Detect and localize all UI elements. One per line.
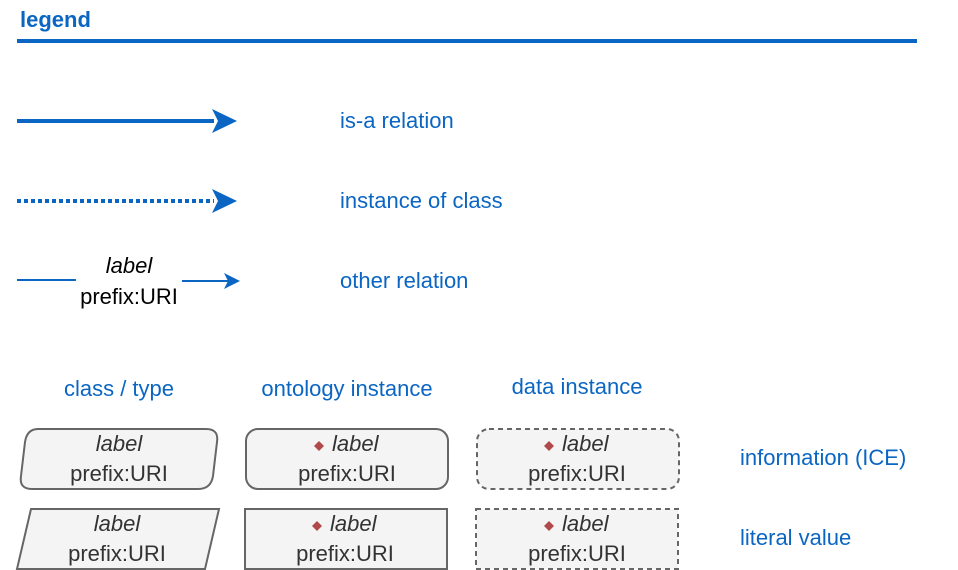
node-class-literal: label prefix:URI	[15, 508, 221, 570]
node-label: label	[562, 511, 610, 536]
class-information-shape	[19, 428, 219, 490]
row-label-literal: literal value	[740, 525, 851, 550]
diamond-icon	[544, 521, 554, 531]
class-literal-shape	[15, 508, 221, 570]
node-uri: prefix:URI	[528, 461, 626, 486]
row-label-information: information (ICE)	[740, 445, 906, 470]
node-uri: prefix:URI	[528, 541, 626, 566]
other-relation-arrowhead-icon	[224, 273, 240, 289]
data-instance-information-shape	[476, 428, 680, 490]
isa-arrowhead-icon	[212, 109, 237, 133]
column-header-class-type: class / type	[64, 376, 174, 401]
node-label: label	[562, 431, 610, 456]
edge-label-text: label	[106, 253, 154, 278]
data-instance-literal-shape	[475, 508, 679, 570]
column-header-ontology-instance: ontology instance	[261, 376, 432, 401]
ontology-instance-literal-shape	[244, 508, 448, 570]
node-data-instance-literal: label prefix:URI	[475, 508, 679, 570]
legend-title: legend	[20, 7, 91, 32]
ontology-instance-information-shape	[245, 428, 449, 490]
instance-of-entry: instance of class	[17, 188, 503, 213]
instance-of-arrowhead-icon	[212, 189, 237, 213]
diamond-icon	[312, 521, 322, 531]
other-relation-label: other relation	[340, 268, 468, 293]
node-class-information: label prefix:URI	[19, 428, 219, 490]
other-relation-entry: label prefix:URI other relation	[17, 253, 468, 309]
node-label: label	[332, 431, 380, 456]
node-data-instance-information: label prefix:URI	[476, 428, 680, 490]
isa-relation-label: is-a relation	[340, 108, 454, 133]
node-label: label	[330, 511, 378, 536]
node-label: label	[94, 511, 142, 536]
node-uri: prefix:URI	[296, 541, 394, 566]
diamond-icon	[314, 441, 324, 451]
column-header-data-instance: data instance	[512, 374, 643, 399]
node-ontology-instance-literal: label prefix:URI	[244, 508, 448, 570]
instance-of-label: instance of class	[340, 188, 503, 213]
node-uri: prefix:URI	[68, 541, 166, 566]
node-uri: prefix:URI	[70, 461, 168, 486]
diamond-icon	[544, 441, 554, 451]
isa-relation-entry: is-a relation	[17, 108, 454, 133]
node-label: label	[96, 431, 144, 456]
node-ontology-instance-information: label prefix:URI	[245, 428, 449, 490]
node-uri: prefix:URI	[298, 461, 396, 486]
edge-uri-text: prefix:URI	[80, 284, 178, 309]
